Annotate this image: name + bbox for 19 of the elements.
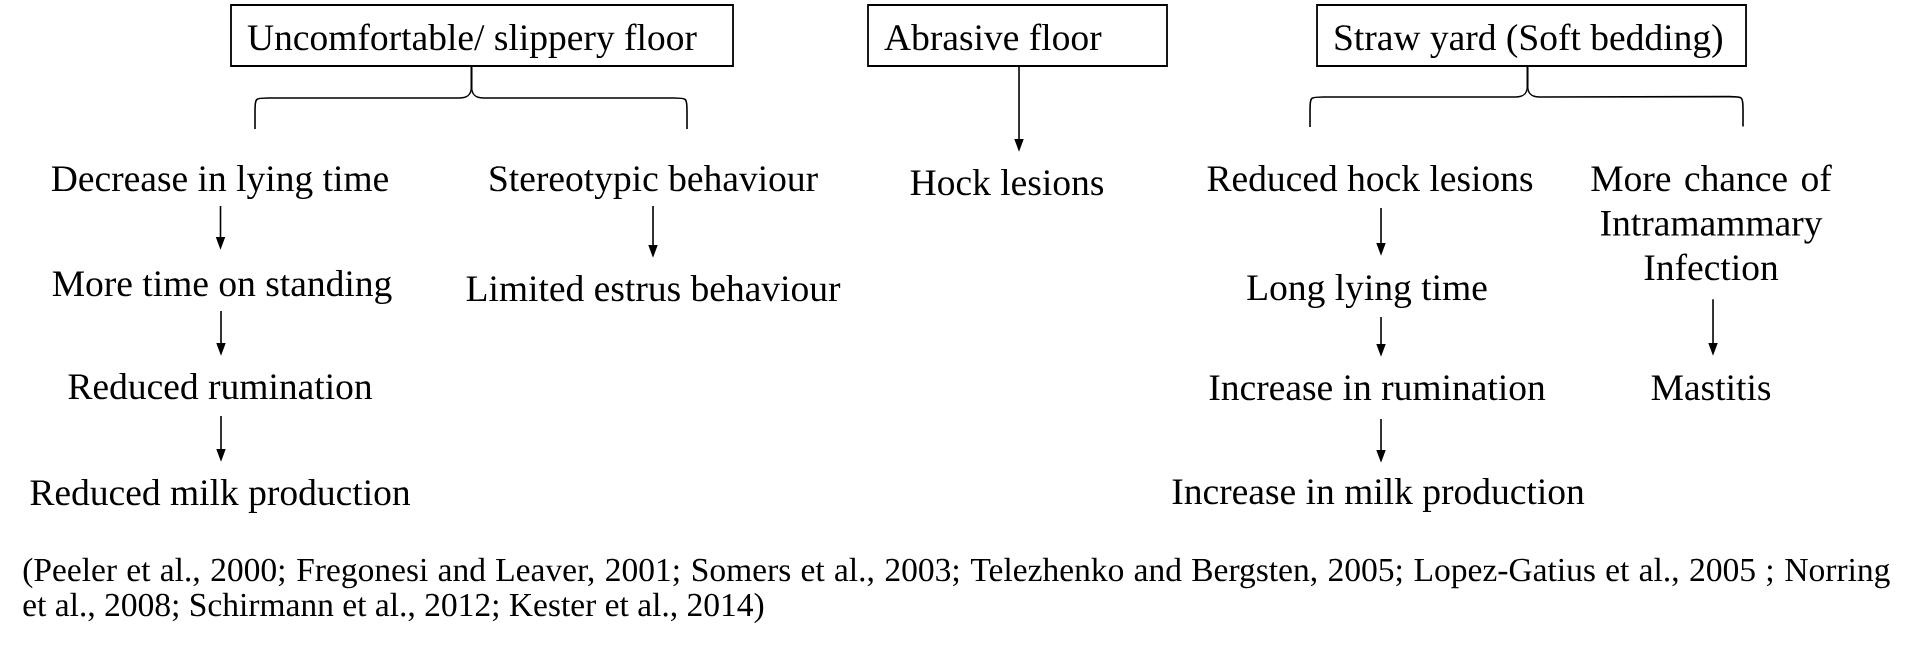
outcome-label: Long lying time: [1247, 274, 1487, 309]
outcome-label: Mastitis: [1651, 375, 1771, 401]
outcome-label: Reduced milk production: [30, 479, 411, 513]
outcome-label: More chance of Intramammary Infection: [1591, 164, 1832, 281]
outcome-label: Increase in rumination: [1209, 375, 1546, 401]
condition-box: Uncomfortable/ slippery floor: [230, 4, 734, 67]
outcome-label: Reduced hock lesions: [1207, 165, 1533, 192]
outcome-label: Limited estrus behaviour: [466, 275, 841, 302]
outcome-label: Hock lesions: [910, 169, 1104, 196]
condition-box: Straw yard (Soft bedding): [1316, 4, 1747, 67]
brace-connector: [470, 65, 688, 130]
outcome-label: Stereotypic behaviour: [490, 165, 818, 200]
outcome-label: Increase in milk production: [1172, 478, 1585, 512]
outcome-label: Decrease in lying time: [51, 165, 388, 200]
citation-text: (Peeler et al., 2000; Fregonesi and Leaver, 2001; Somers et al., 2003; Telezhenko and Bergsten, 2005; Lopez-Gatius et al., 2005 ; Norring et al., 2008; Schirmann et al., 2012; Kester et al., 2014): [23, 557, 1890, 624]
brace-connector: [1526, 65, 1744, 128]
outcome-label: More time on standing: [52, 270, 392, 305]
outcome-label: Reduced rumination: [68, 373, 373, 400]
condition-box: Abrasive floor: [867, 4, 1168, 67]
